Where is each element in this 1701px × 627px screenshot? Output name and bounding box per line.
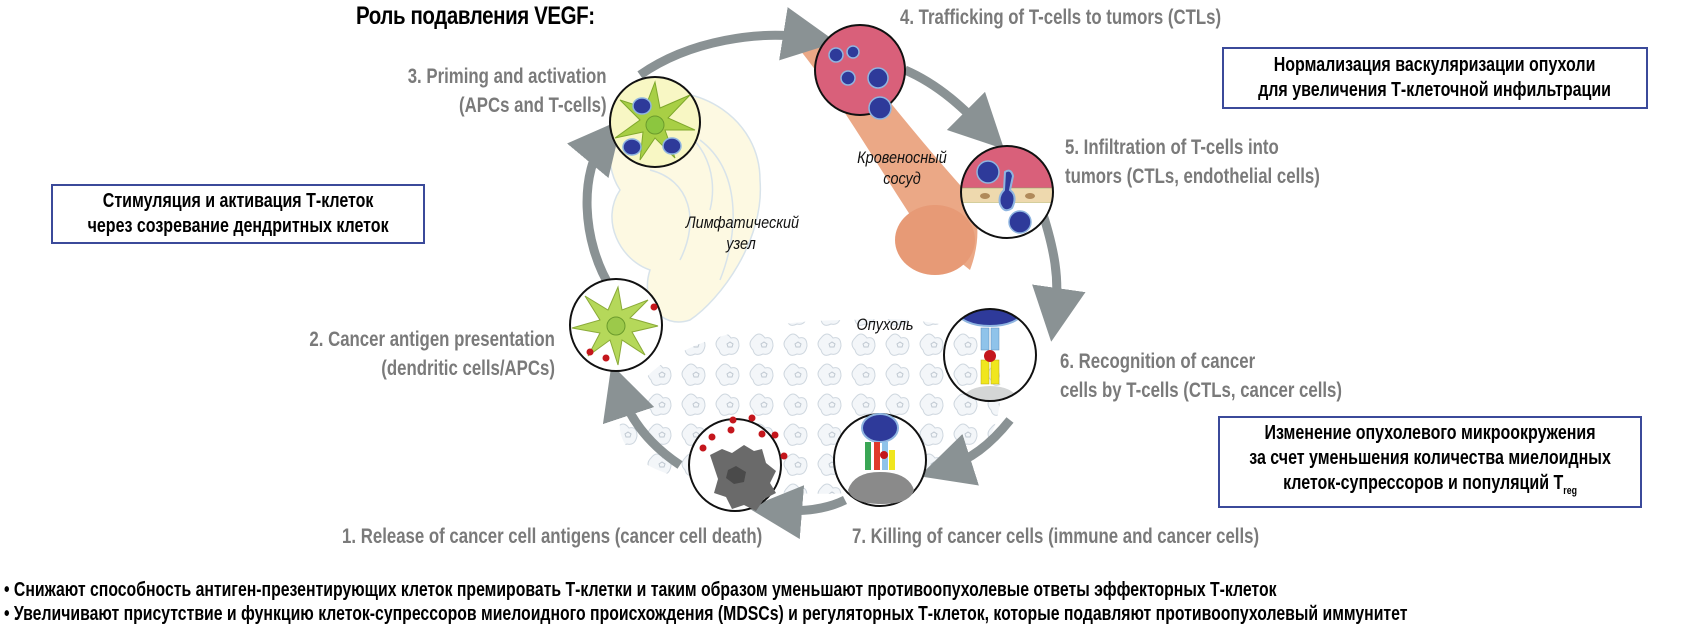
treg-subscript: reg (1563, 484, 1577, 497)
step-7-line1: 7. Killing of cancer cells (immune and c… (852, 525, 1260, 548)
step-2-label: 2. Cancer antigen presentation (dendriti… (309, 325, 555, 383)
step-4-line1: 4. Trafficking of T-cells to tumors (CTL… (900, 6, 1222, 29)
step-1-line1: 1. Release of cancer cell antigens (canc… (341, 525, 762, 548)
antigen-release-cell-icon (688, 414, 788, 512)
step-6-label: 6. Recognition of cancer cells by T-cell… (1060, 347, 1342, 405)
microenvironment-box-line2: за счет уменьшения количества миелоидных (1249, 446, 1611, 469)
lymph-node-label-line1: Лимфатический (685, 213, 800, 232)
step-5-line2: tumors (CTLs, endothelial cells) (1065, 165, 1320, 188)
step-2-line2: (dendritic cells/APCs) (381, 357, 555, 380)
step-6-line2: cells by T-cells (CTLs, cancer cells) (1060, 379, 1342, 402)
priming-cell-icon (609, 76, 701, 168)
bullet-item: • Увеличивают присутствие и функцию клет… (4, 603, 1408, 625)
step-4-label: 4. Trafficking of T-cells to tumors (CTL… (900, 3, 1221, 32)
bullet-item: • Снижают способность антиген-презентиру… (4, 579, 1277, 601)
step-5-label: 5. Infiltration of T-cells into tumors (… (1065, 133, 1320, 191)
page-title: Роль подавления VEGF: (356, 2, 595, 30)
tumor-label: Опухоль (856, 315, 914, 334)
dendritic-cell-icon (569, 278, 663, 372)
step-1-label: 1. Release of cancer cell antigens (canc… (342, 522, 762, 551)
blood-vessel-label: Кровеносный сосуд (851, 147, 953, 189)
microenvironment-box-line1: Изменение опухолевого микроокружения (1264, 421, 1596, 444)
stimulation-box: Стимуляция и активация Т-клеток через со… (51, 184, 425, 244)
killing-cell-icon (833, 413, 927, 507)
microenvironment-box: Изменение опухолевого микроокружения за … (1218, 416, 1642, 508)
blood-vessel-label-line2: сосуд (883, 169, 921, 188)
stimulation-box-line1: Стимуляция и активация Т-клеток (102, 190, 374, 212)
step-3-label: 3. Priming and activation (APCs and T-ce… (408, 62, 607, 120)
step-3-line2: (APCs and T-cells) (459, 94, 607, 117)
step-6-line1: 6. Recognition of cancer (1060, 350, 1256, 373)
blood-vessel-label-line1: Кровеносный (857, 148, 947, 167)
microenvironment-line3-text: клеток-супрессоров и популяций T (1283, 471, 1564, 494)
step-5-line1: 5. Infiltration of T-cells into (1065, 136, 1279, 159)
trafficking-cell-icon (814, 24, 906, 120)
microenvironment-box-line3: клеток-супрессоров и популяций Treg (1249, 471, 1611, 504)
stimulation-box-line2: через созревание дендритных клеток (87, 215, 389, 237)
step-2-line1: 2. Cancer antigen presentation (309, 328, 555, 351)
normalization-box: Нормализация васкуляризации опухоли для … (1222, 47, 1648, 109)
normalization-box-line1: Нормализация васкуляризации опухоли (1274, 54, 1596, 76)
lymph-node-label-line2: узел (726, 234, 756, 253)
step-7-label: 7. Killing of cancer cells (immune and c… (852, 522, 1259, 551)
bullet-list: • Снижают способность антиген-презентиру… (4, 578, 1407, 626)
lymph-node-label: Лимфатический узел (685, 212, 800, 254)
step-3-line1: 3. Priming and activation (408, 65, 607, 88)
normalization-box-line2: для увеличения Т-клеточной инфильтрации (1258, 79, 1612, 101)
